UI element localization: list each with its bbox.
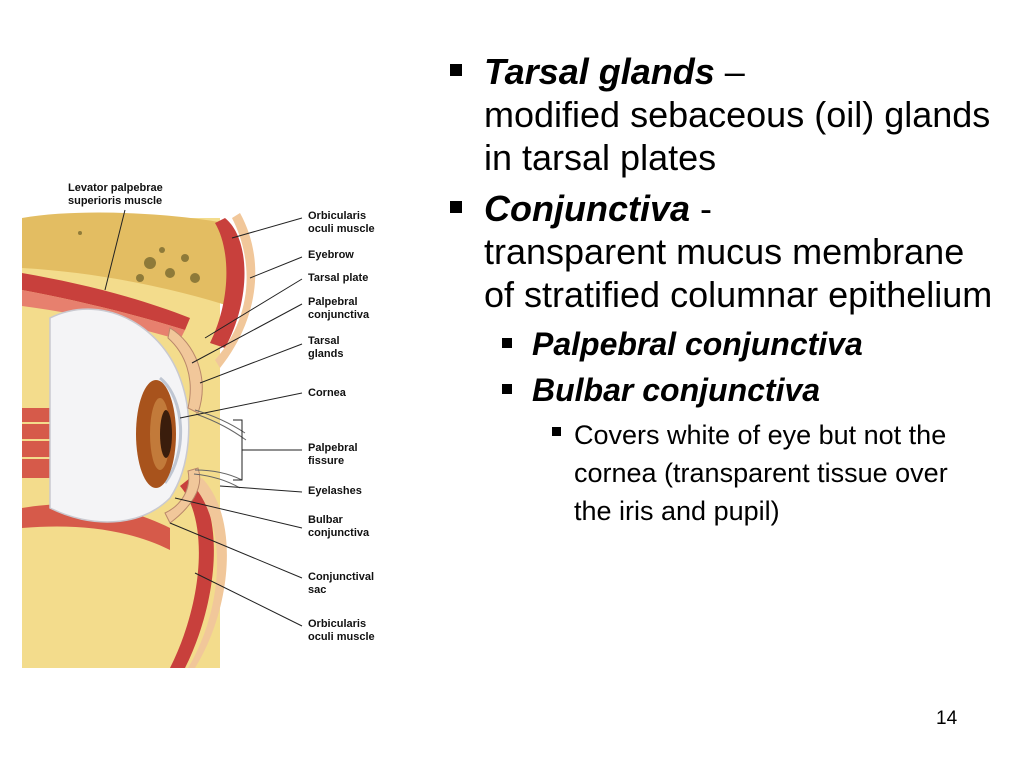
term-conjunctiva: Conjunctiva bbox=[484, 188, 691, 229]
desc-tarsal-glands: modified sebaceous (oil) glands in tarsa… bbox=[484, 94, 991, 178]
label-cornea: Cornea bbox=[308, 387, 346, 399]
term-bulbar-conjunctiva: Bulbar conjunctiva bbox=[532, 372, 821, 408]
separator-hyphen: - bbox=[690, 188, 713, 229]
term-tarsal-glands: Tarsal glands bbox=[484, 51, 715, 92]
square-bullet-icon bbox=[450, 201, 462, 213]
label-tarsal-plate: Tarsal plate bbox=[308, 272, 369, 284]
square-bullet-icon bbox=[502, 384, 512, 394]
desc-bulbar-coverage: Covers white of eye but not the cornea (… bbox=[574, 420, 948, 526]
term-palpebral-conjunctiva: Palpebral conjunctiva bbox=[532, 326, 863, 362]
square-bullet-icon bbox=[450, 64, 462, 76]
bullet-tarsal-glands: Tarsal glands – modified sebaceous (oil)… bbox=[440, 50, 1000, 179]
label-eyebrow: Eyebrow bbox=[308, 249, 354, 261]
label-eyelashes: Eyelashes bbox=[308, 485, 362, 497]
sub-sub-bullet-covers: Covers white of eye but not the cornea (… bbox=[440, 416, 974, 530]
square-bullet-icon bbox=[552, 427, 561, 436]
page-number: 14 bbox=[936, 708, 958, 729]
bullet-list: Tarsal glands – modified sebaceous (oil)… bbox=[440, 50, 1000, 530]
eyelid-section-illustration bbox=[22, 209, 303, 668]
sub-bullet-bulbar: Bulbar conjunctiva bbox=[440, 370, 1000, 410]
sub-bullet-palpebral: Palpebral conjunctiva bbox=[440, 324, 1000, 364]
square-bullet-icon bbox=[502, 338, 512, 348]
desc-conjunctiva: transparent mucus membrane of stratified… bbox=[484, 231, 993, 315]
bullet-conjunctiva: Conjunctiva - transparent mucus membrane… bbox=[440, 187, 1000, 316]
separator-dash: – bbox=[714, 51, 745, 92]
